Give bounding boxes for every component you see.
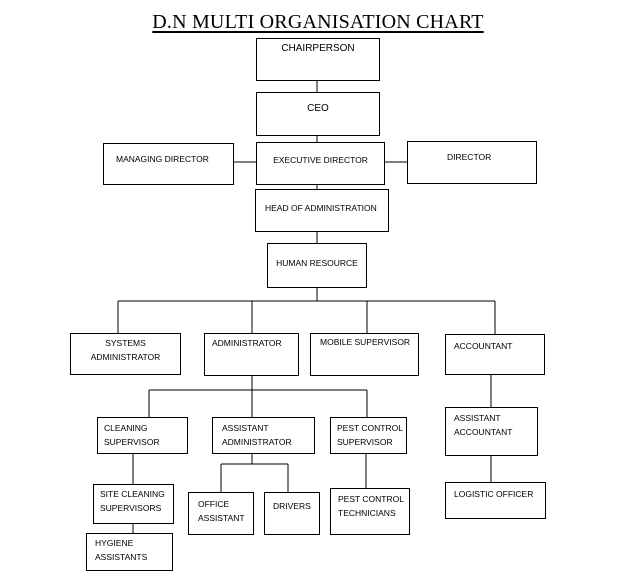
chairperson-box: CHAIRPERSON <box>256 38 380 81</box>
executive-director-box: EXECUTIVE DIRECTOR <box>256 142 385 185</box>
hygiene-assistants-box: HYGIENE ASSISTANTS <box>86 533 173 571</box>
ceo-box: CEO <box>256 92 380 136</box>
mobile-supervisor-box: MOBILE SUPERVISOR <box>310 333 419 376</box>
administrator-box: ADMINISTRATOR <box>204 333 299 376</box>
pest-control-supervisor-box: PEST CONTROL SUPERVISOR <box>330 417 407 454</box>
cleaning-supervisor-box: CLEANING SUPERVISOR <box>97 417 188 454</box>
assistant-administrator-box: ASSISTANT ADMINISTRATOR <box>212 417 315 454</box>
office-assistant-box: OFFICE ASSISTANT <box>188 492 254 535</box>
systems-administrator-box: SYSTEMS ADMINISTRATOR <box>70 333 181 375</box>
accountant-box: ACCOUNTANT <box>445 334 545 375</box>
pest-control-technicians-box: PEST CONTROL TECHNICIANS <box>330 488 410 535</box>
drivers-box: DRIVERS <box>264 492 320 535</box>
managing-director-box: MANAGING DIRECTOR <box>103 143 234 185</box>
logistic-officer-box: LOGISTIC OFFICER <box>445 482 546 519</box>
site-cleaning-supervisors-box: SITE CLEANING SUPERVISORS <box>93 484 174 524</box>
director-box: DIRECTOR <box>407 141 537 184</box>
head-of-administration-box: HEAD OF ADMINISTRATION <box>255 189 389 232</box>
assistant-accountant-box: ASSISTANT ACCOUNTANT <box>445 407 538 456</box>
chart-title: D.N MULTI ORGANISATION CHART <box>152 11 484 33</box>
human-resource-box: HUMAN RESOURCE <box>267 243 367 288</box>
